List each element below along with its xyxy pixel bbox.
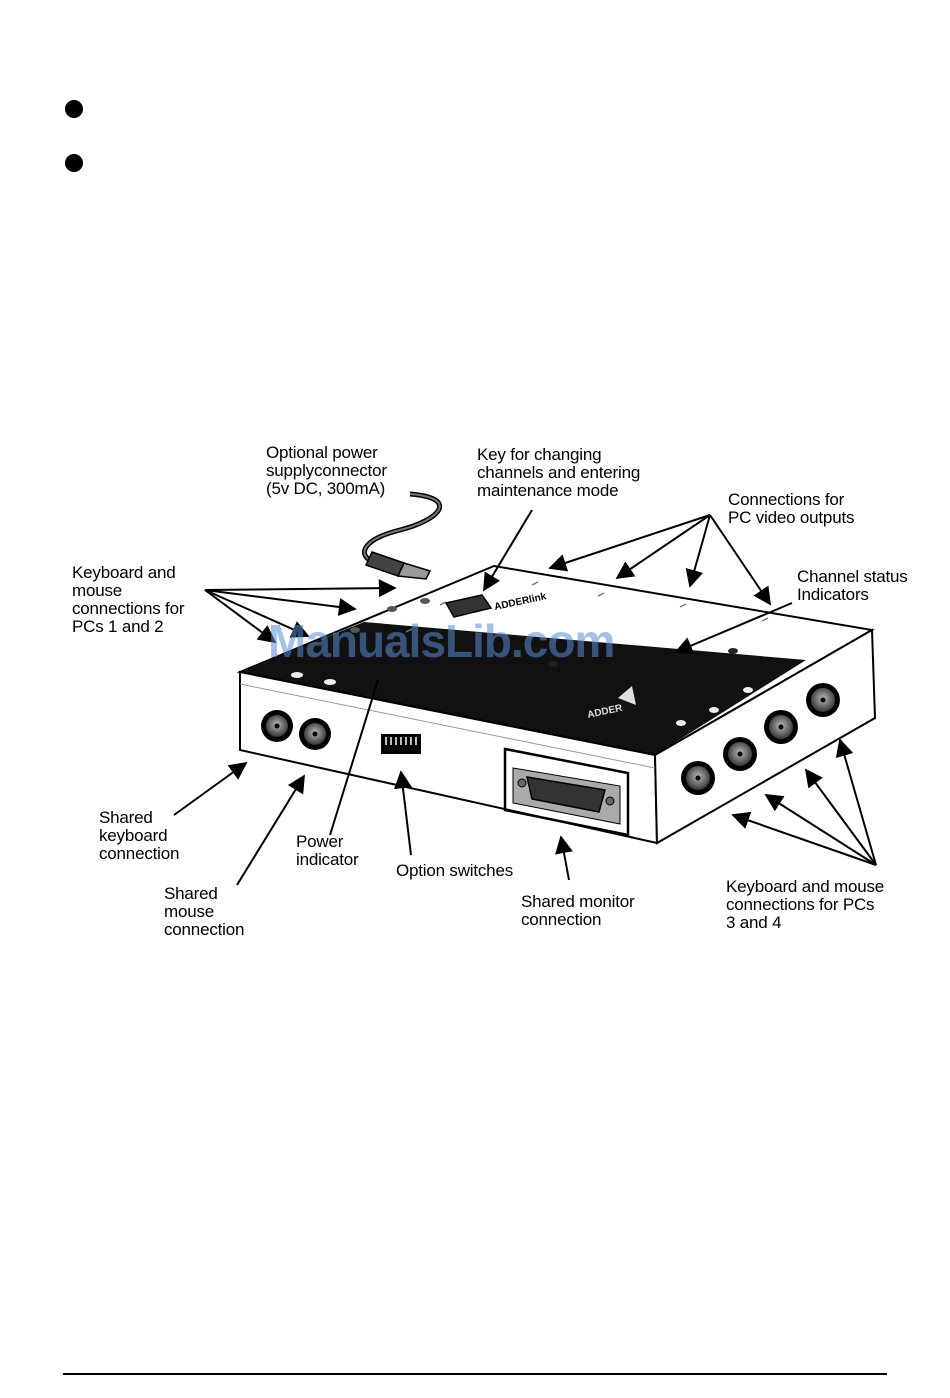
top-leds (291, 598, 753, 726)
arrow-video-c (685, 514, 711, 588)
watermark: ManualsLib.com (268, 615, 615, 667)
option-switch-block (381, 734, 421, 754)
arrow-status (674, 602, 793, 654)
arrow-kb34-c (804, 768, 877, 866)
arrow-kb12-d (204, 589, 277, 644)
power-cable (362, 491, 443, 563)
label-option-switches: Option switches (396, 861, 513, 880)
ps2-port-pc4-mouse (806, 683, 840, 717)
db15-connector (526, 776, 606, 813)
arrow-shared-mouse (236, 774, 305, 886)
power-plug (364, 551, 406, 577)
monitor-port-frame (503, 747, 630, 837)
arrow-options (394, 770, 412, 856)
bullet-2 (65, 154, 83, 172)
arrow-video-b (615, 514, 711, 580)
arrow-kb34-d (835, 738, 877, 866)
footer-rule (63, 1373, 887, 1375)
device-dark-panel (240, 622, 806, 755)
arrow-key (483, 509, 533, 592)
arrow-kb12-a (204, 579, 397, 598)
ps2-port-keyboard (261, 710, 293, 742)
arrow-kb12-b (204, 589, 357, 616)
arrow-video-d (709, 514, 772, 606)
arrow-kb34-a (731, 811, 877, 866)
bullet-1 (65, 100, 83, 118)
arrow-kb34-b (764, 794, 877, 866)
arrow-video-a (548, 514, 711, 572)
arrow-monitor (555, 835, 573, 881)
arrow-kb12-c (204, 589, 310, 638)
ps2-port-pc4-keyboard (764, 710, 798, 744)
arrow-shared-kb (173, 761, 248, 816)
arrow-power (329, 679, 379, 836)
ps2-port-pc3-mouse (723, 737, 757, 771)
ps2-port-mouse (299, 718, 331, 750)
ps2-port-pc3-keyboard (681, 761, 715, 795)
channel-key (444, 594, 493, 618)
